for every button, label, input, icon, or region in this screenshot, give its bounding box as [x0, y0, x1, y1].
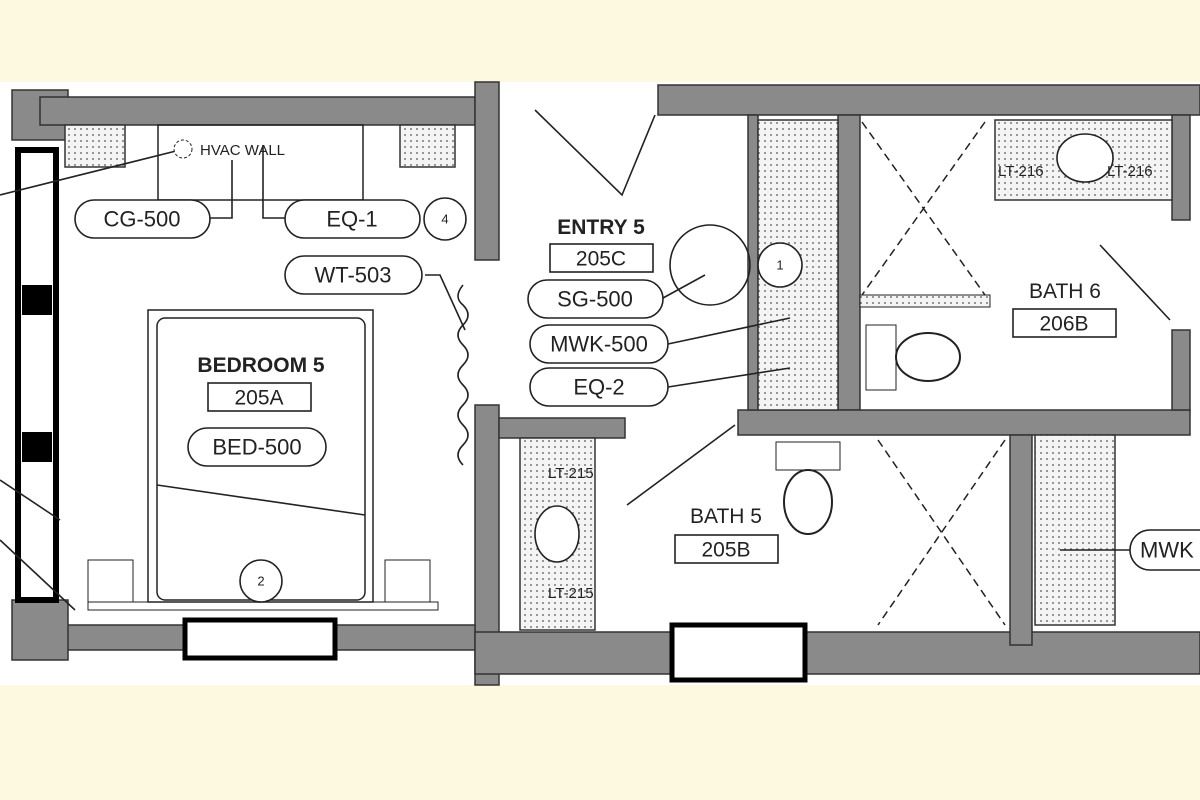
tag-wt-text: WT-503: [314, 263, 391, 288]
marker-2-text: 2: [257, 574, 264, 589]
room-name-bedroom: BEDROOM 5: [197, 354, 325, 377]
leaders: [210, 145, 1130, 551]
sink-bath5: [534, 505, 580, 563]
tag-eq1: [284, 199, 421, 239]
tag-bed-text: BED-500: [212, 435, 301, 460]
marker-4: [423, 197, 467, 241]
hvac-wall-label: HVAC WALL: [200, 142, 285, 159]
tag-mwk: [529, 324, 669, 364]
light-tag: LT-216: [998, 163, 1044, 180]
room-number-entry: 205C: [576, 248, 626, 271]
sink-bath6: [1056, 133, 1114, 183]
room-name-bath6: BATH 6: [1029, 280, 1101, 303]
light-tag: LT-215: [548, 585, 594, 602]
room-number-bedroom: 205A: [234, 387, 283, 410]
tag-sg: [527, 279, 664, 319]
room-number-box: [549, 243, 654, 273]
room-number-bath5: 205B: [701, 539, 750, 562]
room-number-box: [1012, 308, 1117, 338]
fixtures: [0, 109, 1171, 626]
toilet-bath5: [783, 469, 833, 535]
tag-wt: [284, 255, 423, 295]
marker-2: [239, 559, 283, 603]
tag-mwk-right-text: MWK: [1140, 538, 1194, 563]
toilet-bath6: [895, 332, 961, 382]
room-number-box: [674, 534, 779, 564]
tag-cg-text: CG-500: [103, 207, 180, 232]
tag-bed: [187, 427, 327, 467]
tag-eq1-text: EQ-1: [326, 207, 377, 232]
marker-4-text: 4: [441, 212, 448, 227]
tag-mwk-right: [1129, 529, 1200, 571]
light-tag: LT-216: [1107, 163, 1153, 180]
room-name-entry: ENTRY 5: [557, 216, 645, 239]
tag-mwk-text: MWK-500: [550, 332, 648, 357]
light-tag: LT-215: [548, 465, 594, 482]
sink-circle: [669, 224, 751, 306]
tag-sg-text: SG-500: [557, 287, 633, 312]
room-number-bath6: 206B: [1039, 313, 1088, 336]
tag-eq2: [529, 367, 669, 407]
hvac-symbol-icon: [173, 139, 193, 159]
tag-eq2-text: EQ-2: [573, 375, 624, 400]
room-name-bath5: BATH 5: [690, 505, 762, 528]
tag-cg: [74, 199, 211, 239]
windows: [15, 147, 808, 683]
room-number-box: [207, 382, 312, 412]
casework: [64, 119, 1173, 631]
marker-1-text: 1: [776, 258, 783, 273]
